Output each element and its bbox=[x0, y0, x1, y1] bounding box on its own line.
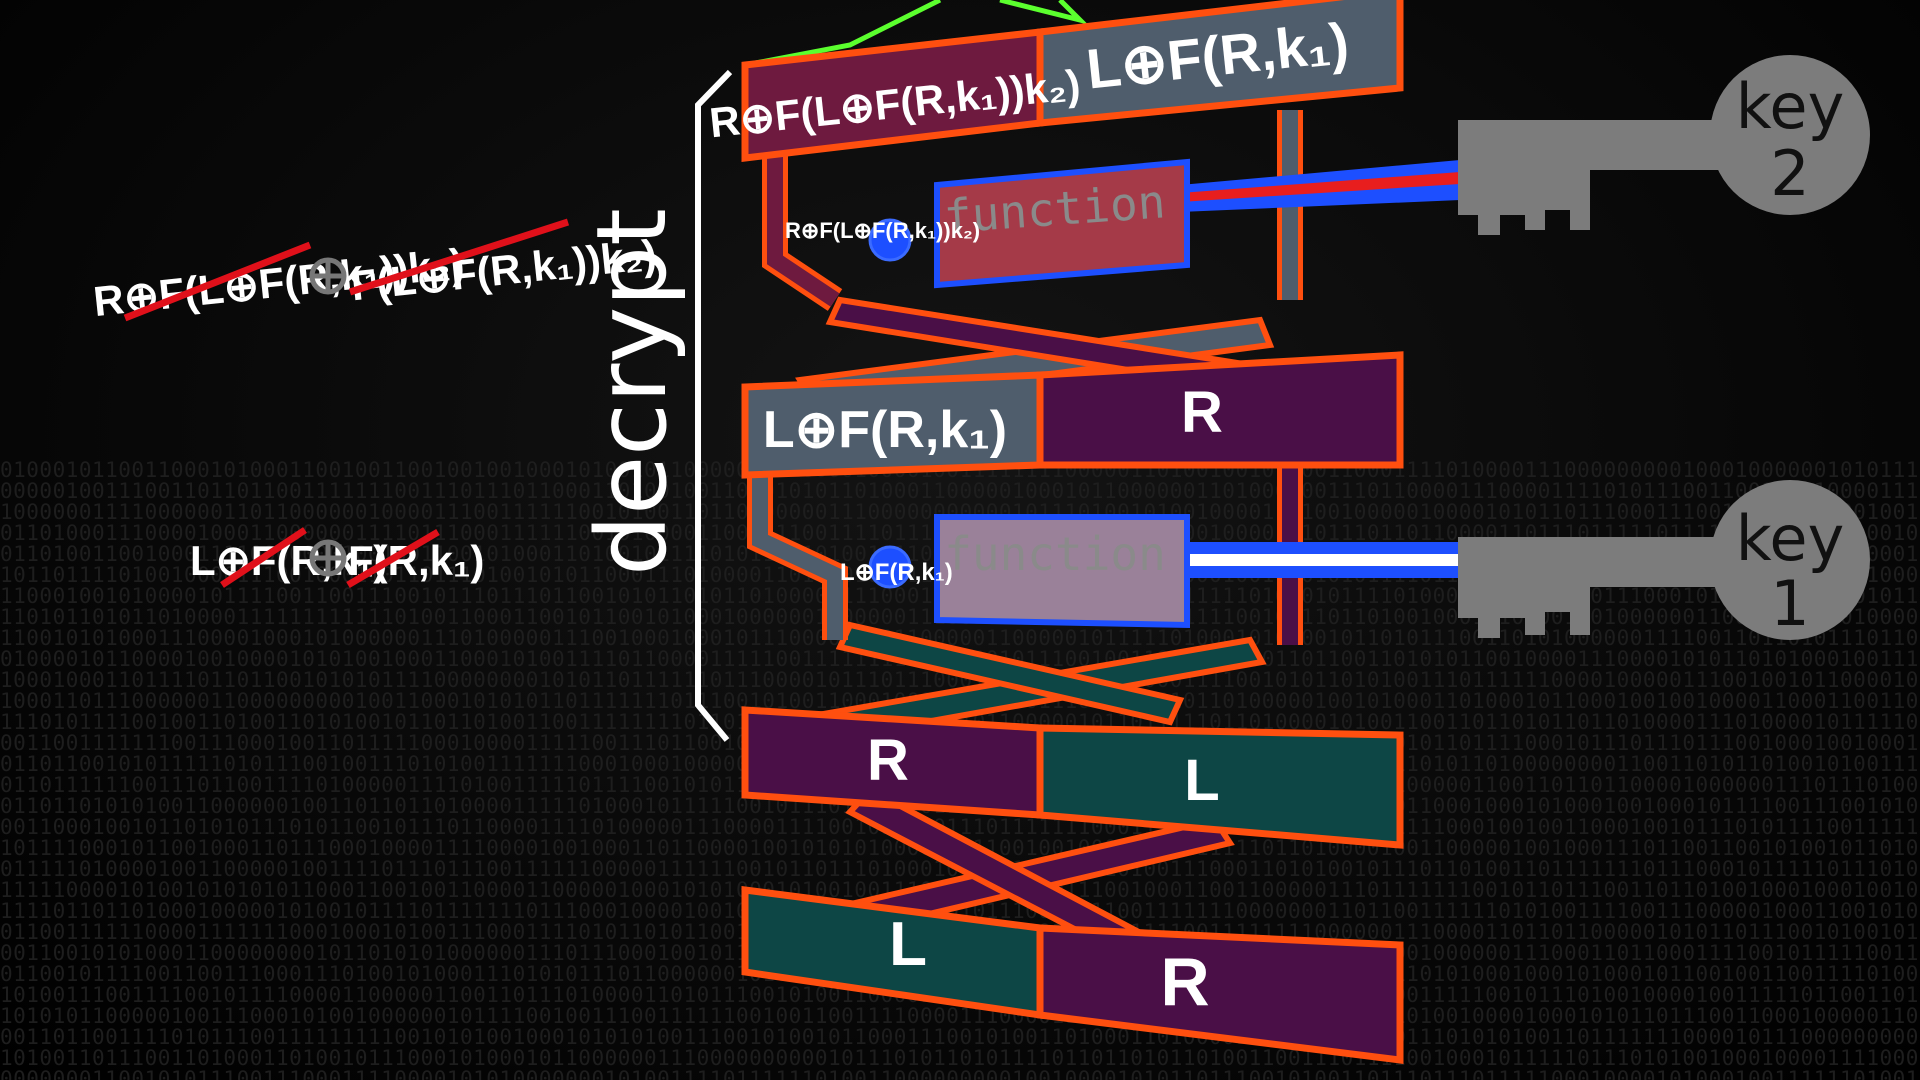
wire-upper-red bbox=[1180, 172, 1460, 202]
key-lower: key 1 bbox=[1458, 480, 1870, 640]
block-low: R L bbox=[741, 706, 1404, 849]
strike-lower-2 bbox=[346, 528, 440, 589]
decrypt-label: decrypt bbox=[576, 208, 688, 576]
block-mid-right-label: R bbox=[1181, 380, 1223, 445]
key-lower-bow bbox=[1710, 480, 1870, 640]
function-lower-label: function bbox=[944, 527, 1166, 581]
xor-lower-node bbox=[868, 545, 912, 589]
wire-lower-white bbox=[1180, 554, 1460, 566]
strike-upper-1 bbox=[123, 241, 312, 322]
key-upper-label: key bbox=[1736, 70, 1845, 143]
green-connector-right bbox=[999, 0, 1089, 25]
decrypt-bracket: decrypt bbox=[576, 69, 733, 742]
block-low-right bbox=[1036, 724, 1404, 849]
block-top-right bbox=[1036, 0, 1404, 127]
function-lower: function L⊕F(R,k₁) bbox=[840, 514, 1190, 629]
key-upper-bit bbox=[1458, 120, 1590, 235]
side-equation-lower: L⊕F(R,k₁) F(R,k₁) bbox=[190, 527, 484, 589]
key-upper-number: 2 bbox=[1770, 137, 1809, 210]
bracket-line bbox=[695, 69, 733, 742]
loop-lower-left bbox=[752, 470, 843, 640]
block-bottom-right bbox=[1036, 924, 1404, 1064]
block-bottom-left-label: L bbox=[889, 910, 927, 979]
loop-upper-left bbox=[767, 135, 840, 307]
block-bottom: L R bbox=[741, 886, 1404, 1064]
block-low-left-label: R bbox=[867, 728, 909, 793]
xor-lower-label: L⊕F(R,k₁) bbox=[840, 559, 953, 586]
strike-lower-1 bbox=[220, 527, 307, 588]
xor-upper-node bbox=[868, 218, 912, 262]
key-lower-label: key bbox=[1736, 502, 1845, 575]
key-lower-bit bbox=[1458, 537, 1590, 638]
block-low-right-label: L bbox=[1184, 748, 1219, 813]
function-upper: function R⊕F(L⊕F(R,k₁))k₂) bbox=[785, 158, 1190, 289]
strike-upper-2 bbox=[348, 218, 570, 296]
block-top: R⊕F(L⊕F(R,k₁))k₂) L⊕F(R,k₁) bbox=[707, 0, 1404, 162]
key-lower-number: 1 bbox=[1770, 567, 1809, 640]
key-upper: key 2 bbox=[1458, 55, 1870, 235]
function-lower-box bbox=[934, 514, 1190, 629]
function-upper-box bbox=[934, 158, 1190, 289]
block-bottom-right-label: R bbox=[1160, 944, 1209, 1020]
side-equation-upper: R⊕F(L⊕F(R,k₁))k₂) F(L⊕F(R,k₁))k₂) bbox=[91, 218, 659, 325]
block-mid: L⊕F(R,k₁) R bbox=[741, 351, 1404, 479]
key-wires bbox=[1180, 160, 1460, 578]
xor-upper-label: R⊕F(L⊕F(R,k₁))k₂) bbox=[785, 218, 980, 243]
key-upper-bow bbox=[1710, 55, 1870, 215]
block-mid-left-label: L⊕F(R,k₁) bbox=[763, 401, 1007, 459]
